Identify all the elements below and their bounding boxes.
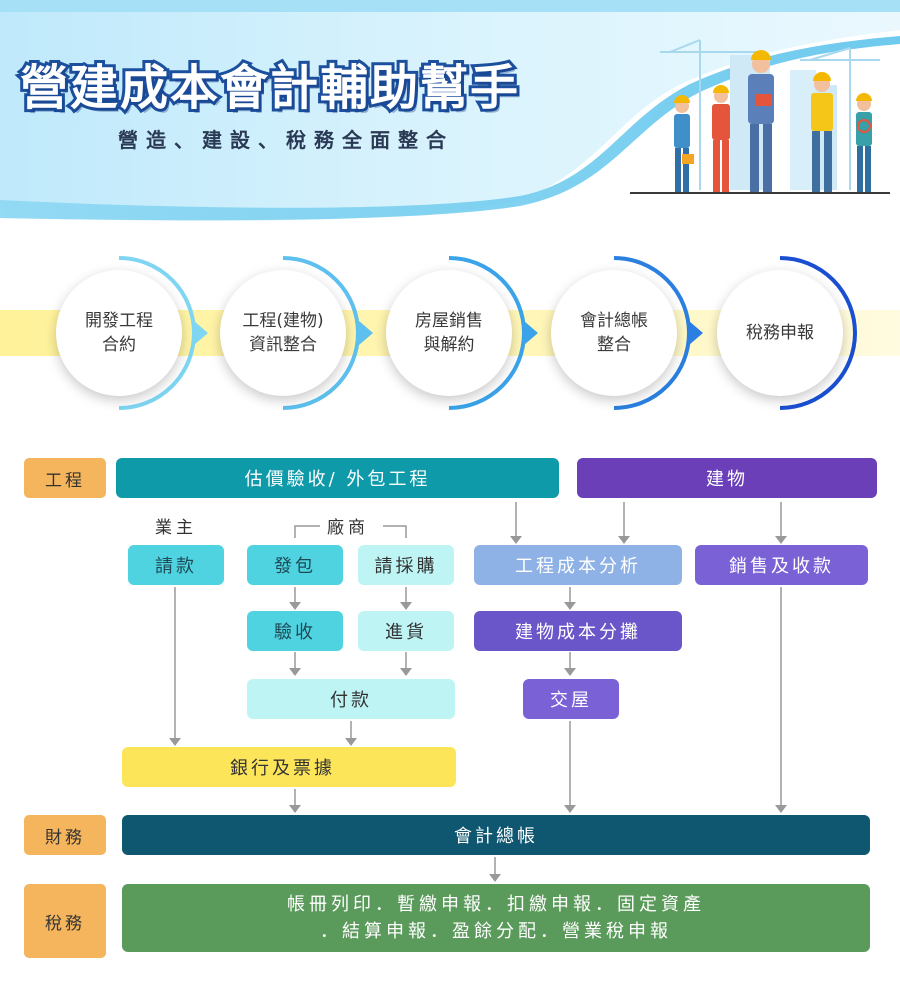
- step-label: 工程(建物): [242, 309, 323, 333]
- arrow-head: [400, 668, 412, 676]
- step-arrow: [689, 321, 703, 345]
- node-handover: 交屋: [523, 679, 619, 719]
- category-tax: 稅務: [24, 884, 106, 958]
- arrow-head: [618, 536, 630, 544]
- arrow-head: [775, 805, 787, 813]
- category-engineering: 工程: [24, 458, 106, 498]
- label-vendor: 廠商: [327, 513, 369, 538]
- arrow-head: [489, 874, 501, 882]
- header-building: 建物: [577, 458, 877, 498]
- tax-items-line2: ．結算申報．盈餘分配．營業稅申報: [320, 918, 672, 945]
- arrow-head: [289, 602, 301, 610]
- arrow-head: [564, 805, 576, 813]
- page-title: 營建成本會計輔助幫手: [20, 48, 520, 118]
- header-estimate-outsourcing: 估價驗收/ 外包工程: [116, 458, 559, 498]
- node-request-payment: 請款: [128, 545, 224, 585]
- node-tax-items: 帳冊列印．暫繳申報．扣繳申報．固定資產 ．結算申報．盈餘分配．營業稅申報: [122, 884, 870, 952]
- label-owner: 業主: [155, 513, 197, 538]
- page-subtitle: 營造、建設、稅務全面整合: [118, 124, 454, 153]
- arrow-head: [775, 536, 787, 544]
- tax-items-line1: 帳冊列印．暫繳申報．扣繳申報．固定資產: [287, 891, 705, 918]
- step-arrow: [359, 321, 373, 345]
- category-finance: 財務: [24, 815, 106, 855]
- step-label: 與解約: [415, 333, 483, 357]
- step-contract: 開發工程合約: [56, 270, 182, 396]
- node-acceptance: 驗收: [247, 611, 343, 651]
- node-payment: 付款: [247, 679, 455, 719]
- step-label: 開發工程: [85, 309, 153, 333]
- node-purchase-request: 請採購: [358, 545, 454, 585]
- step-tax: 稅務申報: [717, 270, 843, 396]
- construction-workers-illustration: [630, 30, 890, 200]
- step-arrow: [194, 321, 208, 345]
- node-receiving: 進貨: [358, 611, 454, 651]
- step-arrow: [524, 321, 538, 345]
- header-banner: 營建成本會計輔助幫手 營造、建設、稅務全面整合: [0, 0, 900, 222]
- step-label: 房屋銷售: [415, 309, 483, 333]
- step-label: 稅務申報: [746, 321, 814, 345]
- step-ledger: 會計總帳整合: [551, 270, 677, 396]
- node-cost-allocation: 建物成本分攤: [474, 611, 682, 651]
- step-label: 資訊整合: [242, 333, 323, 357]
- step-label: 會計總帳: [580, 309, 648, 333]
- arrow-head: [564, 602, 576, 610]
- step-label: 合約: [85, 333, 153, 357]
- arrow-head: [510, 536, 522, 544]
- step-label: 整合: [580, 333, 648, 357]
- arrow-head: [289, 668, 301, 676]
- process-steps: 開發工程合約 工程(建物)資訊整合 房屋銷售與解約 會計總帳整合 稅務申報: [0, 250, 900, 420]
- node-sales-collection: 銷售及收款: [695, 545, 868, 585]
- arrow-head: [169, 738, 181, 746]
- node-general-ledger: 會計總帳: [122, 815, 870, 855]
- node-subcontract: 發包: [247, 545, 343, 585]
- step-sales: 房屋銷售與解約: [386, 270, 512, 396]
- step-info-integration: 工程(建物)資訊整合: [220, 270, 346, 396]
- node-cost-analysis: 工程成本分析: [474, 545, 682, 585]
- arrow-head: [345, 738, 357, 746]
- arrow-head: [289, 805, 301, 813]
- arrow-head: [400, 602, 412, 610]
- node-bank-notes: 銀行及票據: [122, 747, 456, 787]
- arrow-head: [564, 668, 576, 676]
